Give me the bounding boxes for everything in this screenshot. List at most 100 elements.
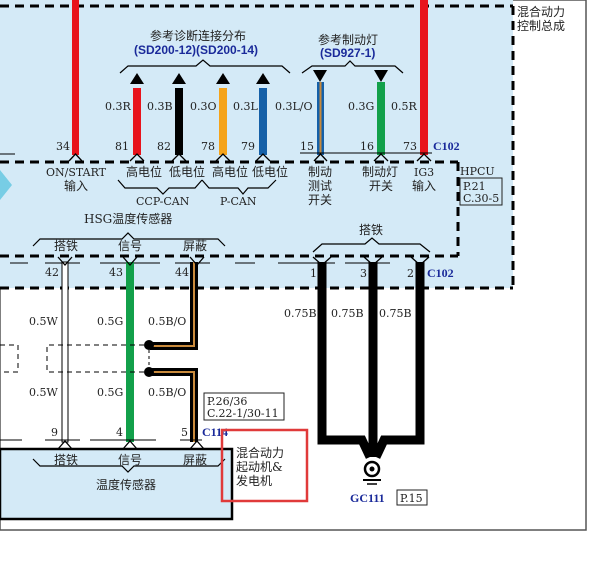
ccp-can-brace bbox=[117, 179, 203, 195]
gauge-15: 0.3L/O bbox=[275, 100, 313, 113]
arrow-down-icon bbox=[374, 70, 388, 82]
gauge-ground-3: 0.75B bbox=[331, 307, 364, 320]
label-79: 低电位 bbox=[252, 164, 288, 179]
decorative-shape bbox=[0, 170, 12, 200]
gauge-5-lower: 0.5B/O bbox=[148, 386, 186, 399]
gauge-42-upper: 0.5W bbox=[29, 315, 58, 328]
gauge-82: 0.3B bbox=[147, 100, 173, 113]
wire-42-white[interactable] bbox=[61, 261, 69, 443]
label-15-line3: 开关 bbox=[308, 193, 332, 207]
motor-label-ground: 搭铁 bbox=[54, 453, 78, 467]
pin-15: 15 bbox=[300, 140, 314, 153]
wire-81[interactable] bbox=[133, 88, 141, 155]
ground-icon bbox=[363, 460, 381, 485]
wire-15-stripe bbox=[319, 82, 322, 155]
gauge-16: 0.3G bbox=[348, 100, 374, 113]
label-15-line1: 制动 bbox=[308, 165, 332, 179]
gauge-79: 0.3L bbox=[233, 100, 258, 113]
ground-brace bbox=[312, 237, 431, 253]
highlight-box bbox=[220, 428, 309, 503]
ccp-can-label: CCP-CAN bbox=[136, 195, 190, 208]
hpcu-label: HPCU bbox=[460, 165, 495, 178]
pin-1: 1 bbox=[310, 267, 317, 280]
connector-c114: C114 bbox=[202, 425, 228, 439]
gauge-78: 0.3O bbox=[190, 100, 217, 113]
pin-2: 2 bbox=[407, 267, 414, 280]
shield-box bbox=[46, 344, 144, 373]
brake-brace bbox=[301, 60, 404, 74]
label-on-start: ON/START bbox=[46, 166, 107, 179]
hpcu-ref-line2: C.30-5 bbox=[463, 192, 499, 205]
arrow-up-icon bbox=[172, 73, 186, 84]
brake-ref-code: (SD927-1) bbox=[320, 46, 375, 60]
pin-78: 78 bbox=[201, 140, 215, 153]
ground-ref: P.15 bbox=[400, 492, 423, 505]
pin-16: 16 bbox=[360, 140, 374, 153]
wire-82[interactable] bbox=[175, 88, 183, 155]
motor-ref-box bbox=[203, 392, 285, 421]
splice-dot bbox=[144, 367, 154, 377]
label-81: 高电位 bbox=[126, 164, 162, 179]
motor-ref-line1: P.26/36 bbox=[207, 395, 247, 408]
ground-wire-1[interactable] bbox=[317, 262, 375, 459]
shield-box-left bbox=[0, 344, 19, 373]
label-73-line1: IG3 bbox=[414, 166, 434, 179]
p-can-label: P-CAN bbox=[220, 195, 257, 208]
gauge-73: 0.5R bbox=[391, 100, 417, 113]
pin-82: 82 bbox=[157, 140, 171, 153]
pin-5: 5 bbox=[181, 426, 188, 439]
gauge-4-lower: 0.5G bbox=[97, 386, 123, 399]
hsg-pin-chevrons bbox=[57, 256, 205, 266]
motor-ref-line2: C.22-1/30-11 bbox=[207, 407, 279, 420]
hpcu-ref-box bbox=[459, 177, 503, 206]
gauge-9-lower: 0.5W bbox=[29, 386, 58, 399]
diag-ref-title: 参考诊断连接分布 bbox=[150, 28, 246, 43]
arrow-down-icon bbox=[313, 70, 327, 82]
wire-16[interactable] bbox=[377, 82, 385, 155]
gauge-ground-2: 0.75B bbox=[379, 307, 412, 320]
motor-title-line2: 起动机& bbox=[236, 460, 283, 474]
gauge-44-upper: 0.5B/O bbox=[148, 315, 186, 328]
hsg-label-ground: 搭铁 bbox=[54, 239, 78, 253]
pin-73: 73 bbox=[403, 140, 417, 153]
wire-34[interactable] bbox=[72, 0, 79, 155]
pin-4: 4 bbox=[116, 426, 123, 439]
motor-title-line3: 发电机 bbox=[236, 473, 272, 488]
pin-34: 34 bbox=[56, 140, 70, 153]
arrow-up-icon bbox=[216, 73, 230, 84]
top-wires bbox=[72, 0, 432, 155]
wire-43-green[interactable] bbox=[126, 262, 134, 442]
pin-43: 43 bbox=[109, 266, 123, 279]
ground-group-label: 搭铁 bbox=[359, 223, 383, 237]
label-78: 高电位 bbox=[212, 164, 248, 179]
hpcu-ref-line1: P.21 bbox=[463, 180, 486, 193]
label-16-line1: 制动灯 bbox=[362, 165, 398, 179]
motor-sensor-panel bbox=[0, 447, 234, 521]
hsg-label-signal: 信号 bbox=[118, 239, 142, 253]
splice-dot bbox=[144, 340, 154, 350]
motor-brace bbox=[32, 458, 226, 473]
motor-pin-chevrons bbox=[57, 440, 205, 450]
wire-5-stripe-lower bbox=[150, 371, 195, 442]
connector-c102-top: C102 bbox=[433, 139, 460, 153]
ground-wire-2[interactable] bbox=[371, 262, 425, 459]
diag-brace bbox=[119, 59, 291, 74]
gauge-43-upper: 0.5G bbox=[97, 315, 123, 328]
wire-78[interactable] bbox=[219, 88, 227, 155]
brake-ref-title: 参考制动灯 bbox=[318, 32, 378, 47]
ground-name: GC111 bbox=[350, 491, 385, 505]
pin-chevrons bbox=[68, 153, 432, 162]
hsg-label-shield: 屏蔽 bbox=[183, 239, 207, 253]
pin-9: 9 bbox=[51, 426, 58, 439]
wire-79[interactable] bbox=[259, 88, 267, 155]
pin-3: 3 bbox=[360, 267, 367, 280]
wire-73[interactable] bbox=[420, 0, 428, 155]
module-title-line1: 混合动力 bbox=[517, 4, 565, 19]
label-16-line2: 开关 bbox=[369, 179, 393, 193]
pin-81: 81 bbox=[115, 140, 129, 153]
pin-44: 44 bbox=[175, 266, 189, 279]
connector-c102-ground: C102 bbox=[427, 266, 454, 280]
arrow-up-icon bbox=[256, 73, 270, 84]
ground-ref-box bbox=[396, 489, 428, 506]
